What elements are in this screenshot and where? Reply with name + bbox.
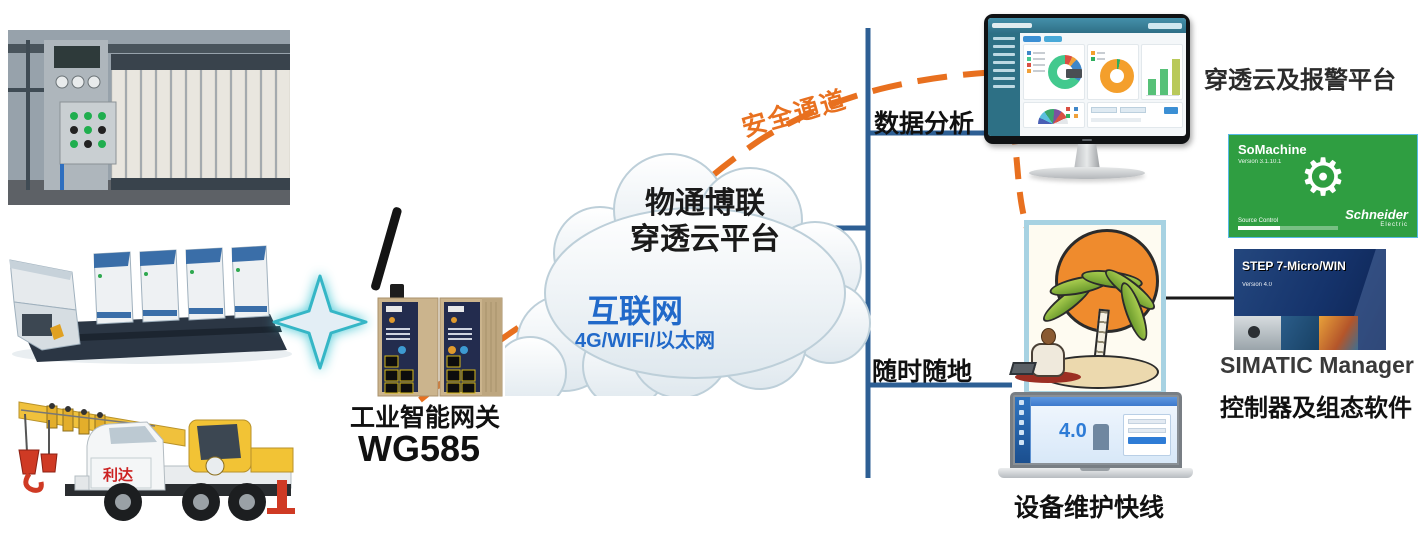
laptop-desktop-icons	[1015, 397, 1030, 463]
step7-splash: STEP 7-Micro/WIN Version 4.0	[1234, 249, 1386, 350]
island-cartoon	[1009, 220, 1166, 396]
laptop-icon	[1009, 362, 1037, 375]
bar-chart-panel	[1141, 44, 1183, 100]
dashboard-button-2	[1044, 36, 1062, 42]
dashboard-header	[988, 18, 1186, 33]
gateway-model: WG585	[358, 428, 481, 469]
crane-door-brand-text: 利达	[103, 466, 133, 484]
dashboard-monitor	[984, 14, 1190, 179]
crane-hook	[18, 413, 58, 493]
filter-toolbar-panel	[1087, 102, 1183, 128]
login-person-image	[1093, 424, 1109, 450]
schneider-logo-sub: Electric	[1380, 222, 1408, 228]
filter-columns	[111, 54, 290, 190]
maintenance-laptop: 4.0	[998, 392, 1193, 484]
login-form	[1123, 414, 1171, 456]
login-window-header	[1031, 397, 1177, 406]
monitor-bezel	[984, 14, 1190, 144]
password-field	[1128, 428, 1166, 433]
laptop-notch	[1080, 468, 1110, 471]
somachine-version: Version 3.1.10.1	[1238, 159, 1282, 165]
donut-chart-panel-2	[1087, 44, 1139, 100]
donut-chart-panel-1	[1023, 44, 1085, 100]
cloud-title-line2: 穿透云平台	[630, 223, 780, 256]
dashboard-search-placeholder	[1148, 22, 1182, 29]
somachine-title: SoMachine	[1238, 142, 1307, 157]
gateway-unit-2	[439, 297, 503, 397]
cloud-title-line1: 物通博联	[645, 187, 765, 220]
schneider-logo: Schneider	[1345, 207, 1408, 222]
cloud-platform-title: 物通博联 穿透云平台	[565, 186, 845, 258]
star-connector-icon	[272, 274, 368, 370]
cloud-platform: 物通博联 穿透云平台 互联网 4G/WIFI/以太网	[493, 128, 875, 410]
controller-software-label: 控制器及组态软件	[1220, 395, 1412, 422]
gear-icon: ⚙	[1299, 149, 1347, 207]
water-treatment-plant-photo	[8, 30, 290, 205]
monitor-base	[1029, 167, 1145, 179]
control-cabinet	[59, 101, 117, 165]
gateway-unit-1	[377, 297, 439, 397]
press-towers	[93, 245, 270, 325]
chart-tooltip	[1066, 69, 1082, 78]
step7-photo-collage	[1234, 316, 1358, 350]
gateway-device	[371, 207, 503, 397]
maintenance-express-label: 设备维护快线	[1014, 494, 1165, 522]
dashboard-screen	[988, 18, 1186, 136]
crane-truck-photo: 利达 利达	[18, 401, 295, 521]
internet-label: 互联网	[586, 293, 683, 329]
username-field	[1128, 419, 1166, 424]
wheels	[104, 483, 266, 521]
antenna-icon	[371, 207, 404, 300]
feeder-unit	[9, 259, 81, 351]
gauge-chart-panel	[1023, 102, 1085, 128]
gateway-label: 工业智能网关	[350, 404, 501, 432]
monitor-stand	[1074, 144, 1100, 170]
printing-press-photo	[9, 245, 292, 364]
somachine-progress-bar	[1238, 226, 1338, 230]
step7-version: Version 4.0	[1242, 282, 1273, 288]
dashboard-title-placeholder	[992, 23, 1032, 28]
login-window: 4.0	[1030, 397, 1177, 463]
step7-title: STEP 7-Micro/WIN	[1242, 259, 1346, 273]
data-analysis-label: 数据分析	[874, 110, 975, 138]
piping	[8, 40, 64, 190]
somachine-source-label: Source Control	[1238, 218, 1279, 224]
internet-detail-label: 4G/WIFI/以太网	[575, 330, 715, 352]
login-version-text: 4.0	[1059, 420, 1087, 442]
dashboard-button-1	[1023, 36, 1041, 42]
login-button	[1128, 437, 1166, 444]
simatic-manager-label: SIMATIC Manager	[1220, 352, 1414, 378]
dashboard-main	[1020, 33, 1186, 136]
cloud-alarm-platform-label: 穿透云及报警平台	[1204, 67, 1396, 94]
cloud-shape	[493, 153, 871, 410]
laptop-base	[998, 468, 1193, 478]
truck-body: 利达	[65, 419, 295, 514]
anytime-anywhere-label: 随时随地	[872, 358, 973, 386]
dashboard-sidebar	[988, 33, 1020, 136]
person-with-laptop	[1009, 319, 1083, 383]
somachine-splash: SoMachine Version 3.1.10.1 ⚙ Source Cont…	[1228, 134, 1418, 238]
laptop-screen: 4.0	[1010, 392, 1182, 468]
